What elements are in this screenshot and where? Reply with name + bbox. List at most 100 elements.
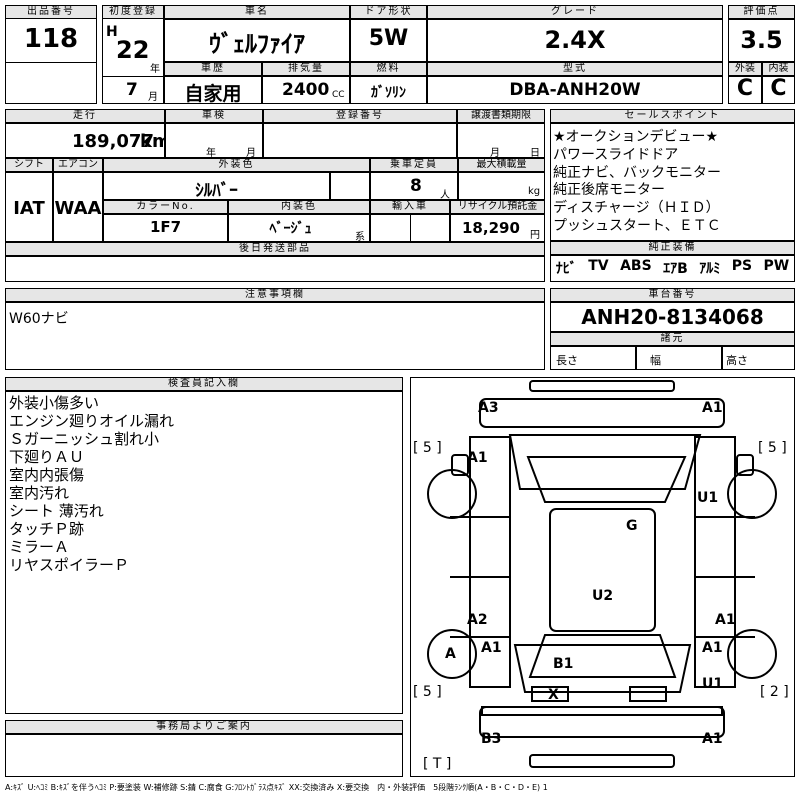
inspector-item: 下廻りＡＵ <box>9 448 85 466</box>
inspector-item: シート 薄汚れ <box>9 502 104 520</box>
transfer-month-unit: 月 <box>490 148 500 159</box>
equipment-item: PW <box>763 258 790 274</box>
capacity-unit: 人 <box>440 190 450 201</box>
equipment-item: ﾅﾋﾞ <box>555 261 577 277</box>
ext-color-label: 外装色 <box>103 158 370 172</box>
inspector-box <box>5 391 403 714</box>
history-box <box>164 76 262 104</box>
inspection-label: 車検 <box>165 109 263 123</box>
shift-value: IAT <box>13 198 45 219</box>
mark-b1: B1 <box>553 656 574 672</box>
inspector-item: エンジン廻りオイル漏れ <box>9 412 175 430</box>
inspector-item: 室内内張傷 <box>9 466 85 484</box>
equip-label: 純正装備 <box>550 241 795 255</box>
grade-box <box>427 19 723 62</box>
fuel-box <box>350 76 427 104</box>
legend-text: A:ｷｽﾞ U:ﾍｺﾐ B:ｷｽﾞを伴うﾍｺﾐ P:要塗装 W:補修跡 S:錆 … <box>5 783 548 792</box>
car-name-box <box>164 19 350 62</box>
notes-text: W60ナビ <box>9 311 69 327</box>
transfer-day-unit: 日 <box>530 148 540 159</box>
car-diagram <box>427 380 777 768</box>
score-value: 3.5 <box>740 26 783 54</box>
transfer-box <box>457 123 545 158</box>
fuel-label: 燃料 <box>350 62 427 76</box>
mark-bracket-br: [ 2 ] <box>760 684 789 700</box>
notes-label: 注意事項欄 <box>5 288 545 302</box>
year-unit: 年 <box>150 64 160 75</box>
inspection-box <box>165 123 263 158</box>
length-box <box>550 346 636 370</box>
mark-a1-r2: A1 <box>702 640 723 656</box>
sales-point-item: パワースライドドア <box>553 146 679 163</box>
capacity-label: 乗車定員 <box>370 158 458 172</box>
later-parts-label: 後日発送部品 <box>5 242 545 256</box>
ext-box <box>728 76 762 104</box>
disp-unit: CC <box>332 90 345 100</box>
shift-box <box>5 172 53 242</box>
notes-box <box>5 302 545 370</box>
int-color-unit: 系 <box>355 232 365 243</box>
width-box <box>636 346 722 370</box>
sales-point-item: ディスチャージ（ＨＩＤ） <box>553 200 720 217</box>
inspector-item: タッチＰ跡 <box>9 520 85 538</box>
height-label: 高さ <box>726 354 748 367</box>
mark-a3: A3 <box>478 400 499 416</box>
ext-value: C <box>736 76 754 101</box>
car-name-value: ｳﾞｪﾙﾌｧｲｱ <box>209 30 305 58</box>
mark-bracket-bl: [ 5 ] <box>413 684 442 700</box>
mark-a1-r: A1 <box>715 612 736 628</box>
disp-label: 排気量 <box>262 62 350 76</box>
inspector-item: ミラーＡ <box>9 538 70 556</box>
ext-color-box <box>103 172 330 200</box>
import-label: 輸入車 <box>370 200 450 214</box>
disp-box <box>262 76 350 104</box>
shift-label: シフト <box>5 158 53 172</box>
lot-value: 118 <box>23 24 79 54</box>
sales-point-item: ★オークションデビュー★ <box>553 129 719 145</box>
recycle-label: リサイクル預託金 <box>450 200 545 214</box>
mileage-box <box>5 123 165 158</box>
ac-box <box>53 172 103 242</box>
ac-value: WAA <box>54 198 102 219</box>
mark-u1-r: U1 <box>697 490 719 506</box>
int-color-label: 内装色 <box>228 200 370 214</box>
mark-a1-tr: A1 <box>702 400 723 416</box>
height-box <box>722 346 795 370</box>
score-label: 評価点 <box>728 5 795 19</box>
sales-point-item: プッシュスタート、ＥＴＣ <box>553 217 721 234</box>
first-reg-label: 初度登録 <box>102 5 164 19</box>
ext-color-box-2 <box>330 172 370 200</box>
sales-points-box <box>550 123 795 241</box>
history-label: 車歴 <box>164 62 262 76</box>
inspector-label: 検査員記入欄 <box>5 377 403 391</box>
inspection-month-unit: 月 <box>246 148 256 159</box>
inspection-year-unit: 年 <box>206 148 216 159</box>
era-letter: H <box>106 24 118 40</box>
equipment-item: PS <box>731 258 753 274</box>
ac-label: エアコン <box>53 158 103 172</box>
lot-box-lower <box>5 62 97 104</box>
model-box <box>427 76 723 104</box>
fuel-value: ｶﾞｿﾘﾝ <box>371 85 406 101</box>
car-name-label: 車名 <box>164 5 350 19</box>
mark-a2-l: A2 <box>467 612 488 628</box>
chassis-value: ANH20-8134068 <box>581 305 764 329</box>
mark-bracket-b: [ T ] <box>423 756 452 772</box>
recycle-box <box>450 214 545 242</box>
year-value: 22 <box>116 36 150 64</box>
ext-label: 外装 <box>728 62 762 76</box>
score-box <box>728 19 795 62</box>
ext-color-value: ｼﾙﾊﾞｰ <box>195 181 238 201</box>
length-label: 長さ <box>556 354 578 367</box>
regno-label: 登録番号 <box>263 109 457 123</box>
transfer-label: 譲渡書類期限 <box>457 109 545 123</box>
int-color-box <box>228 214 370 242</box>
mileage-unit: km <box>140 131 171 152</box>
color-no-box <box>103 214 228 242</box>
mark-bracket-tl: [ 5 ] <box>413 440 442 456</box>
recycle-unit: 円 <box>530 230 540 241</box>
grade-value: 2.4X <box>544 26 606 54</box>
model-value: DBA-ANH20W <box>509 80 641 100</box>
